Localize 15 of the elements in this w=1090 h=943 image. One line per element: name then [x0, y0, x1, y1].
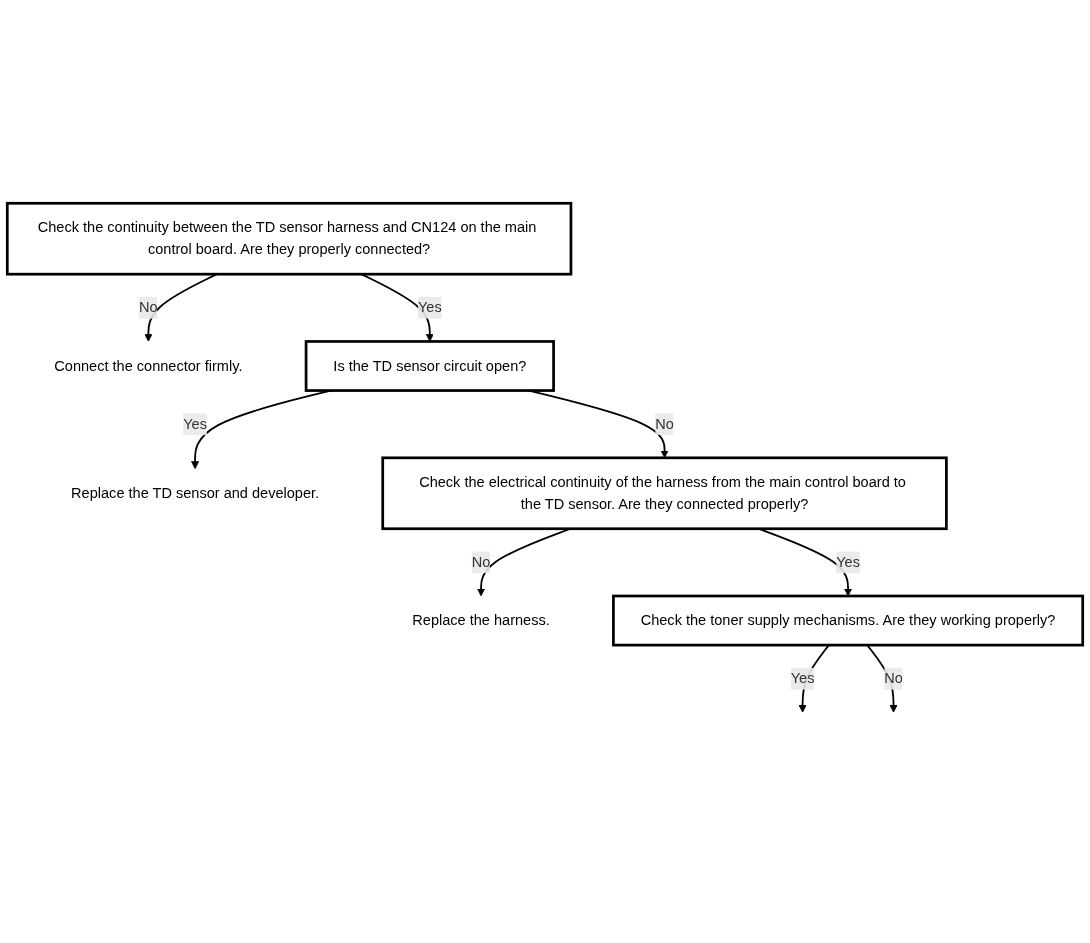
node-box: Check the continuity between the TD sensor harness and CN124 on the main control board. Are they properly connected?: [5, 201, 573, 276]
edge-label: No: [655, 416, 674, 432]
edge-label: Yes: [790, 670, 815, 687]
edge-label: Yes: [836, 554, 860, 570]
edge-label: No: [884, 670, 903, 687]
node-box: Check the electrical continuity of the harness from the main control board to the TD sensor. Are they connected properly?: [381, 456, 948, 531]
edge-label: Yes: [417, 299, 442, 316]
node-text: Replace the TD sensor and developer.: [71, 485, 320, 501]
node-box: Check the toner supply mechanisms. Are they working properly?: [612, 594, 1085, 647]
node-text: Connect the connector firmly.: [54, 357, 243, 374]
edge-label: No: [139, 299, 158, 316]
edge-label: No: [471, 554, 491, 570]
node-box: Is the TD sensor circuit open?: [304, 340, 555, 392]
node-text: Replace the harness.: [412, 612, 550, 628]
edge-label: Yes: [183, 416, 207, 432]
